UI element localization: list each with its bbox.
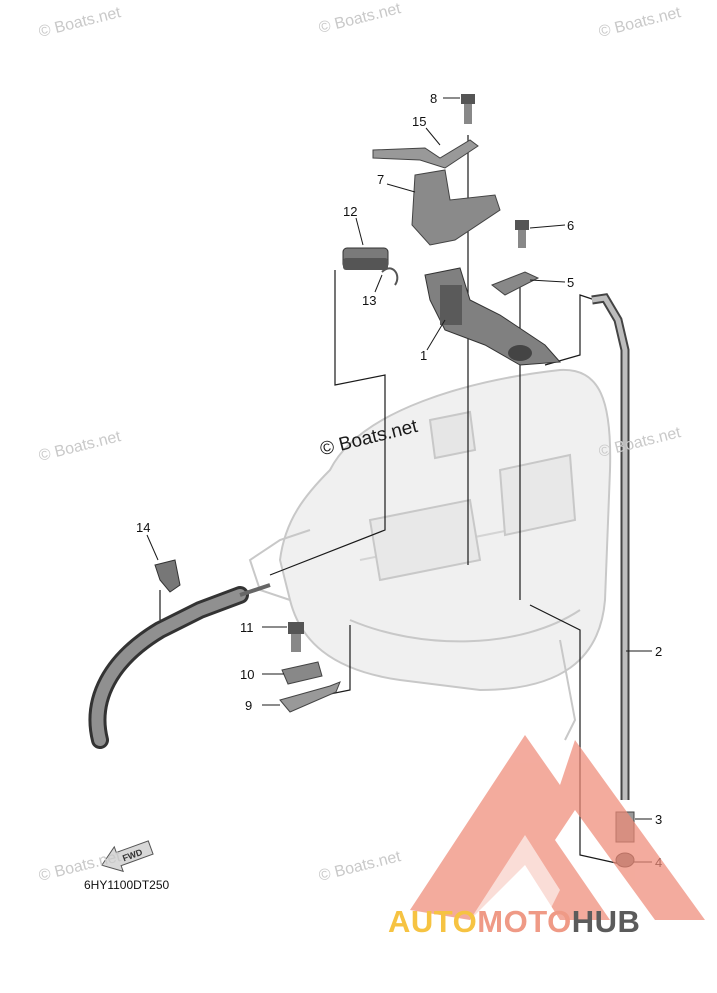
part-15-bracket [372,139,479,169]
callout-5: 5 [567,275,574,290]
part-5-plate [490,271,540,296]
callout-7: 7 [377,172,384,187]
brand-auto: AUTO [388,904,478,939]
callout-14: 14 [136,520,150,535]
callout-3: 3 [655,812,662,827]
part-12-clamp [342,247,389,270]
engine-housing-background [248,368,612,741]
automotohub-logo-text: AUTOMOTOHUB [388,904,640,940]
brand-moto: MOTO [477,904,572,939]
part-2-rod [591,293,630,800]
automotohub-logo-mark [410,735,705,920]
part-9-plate [279,681,341,713]
part-10-plate [281,661,323,685]
callout-10: 10 [240,667,254,682]
part-code: 6HY1100DT250 [84,878,170,892]
part-14-holder [154,559,181,593]
callout-2: 2 [655,644,662,659]
part-11-bolt [288,622,304,652]
callout-8: 8 [430,91,437,106]
fwd-arrow-icon: FWD [101,840,154,873]
part-13-clip [381,267,399,286]
callout-11: 11 [240,620,254,635]
callout-9: 9 [245,698,252,713]
throttle-cable [88,583,271,749]
part-8-bolt [461,94,475,124]
callout-15: 15 [412,114,426,129]
part-1-lever-assembly [424,267,562,366]
part-6-bolt [515,220,529,248]
callout-12: 12 [343,204,357,219]
part-7-bracket [411,169,501,246]
callout-1: 1 [420,348,427,363]
callout-leaders [146,97,652,863]
callout-6: 6 [567,218,574,233]
callout-13: 13 [362,293,376,308]
callout-numbers: 1 2 3 4 5 6 7 8 9 10 11 12 13 14 15 [136,91,662,870]
brand-hub: HUB [571,904,641,939]
